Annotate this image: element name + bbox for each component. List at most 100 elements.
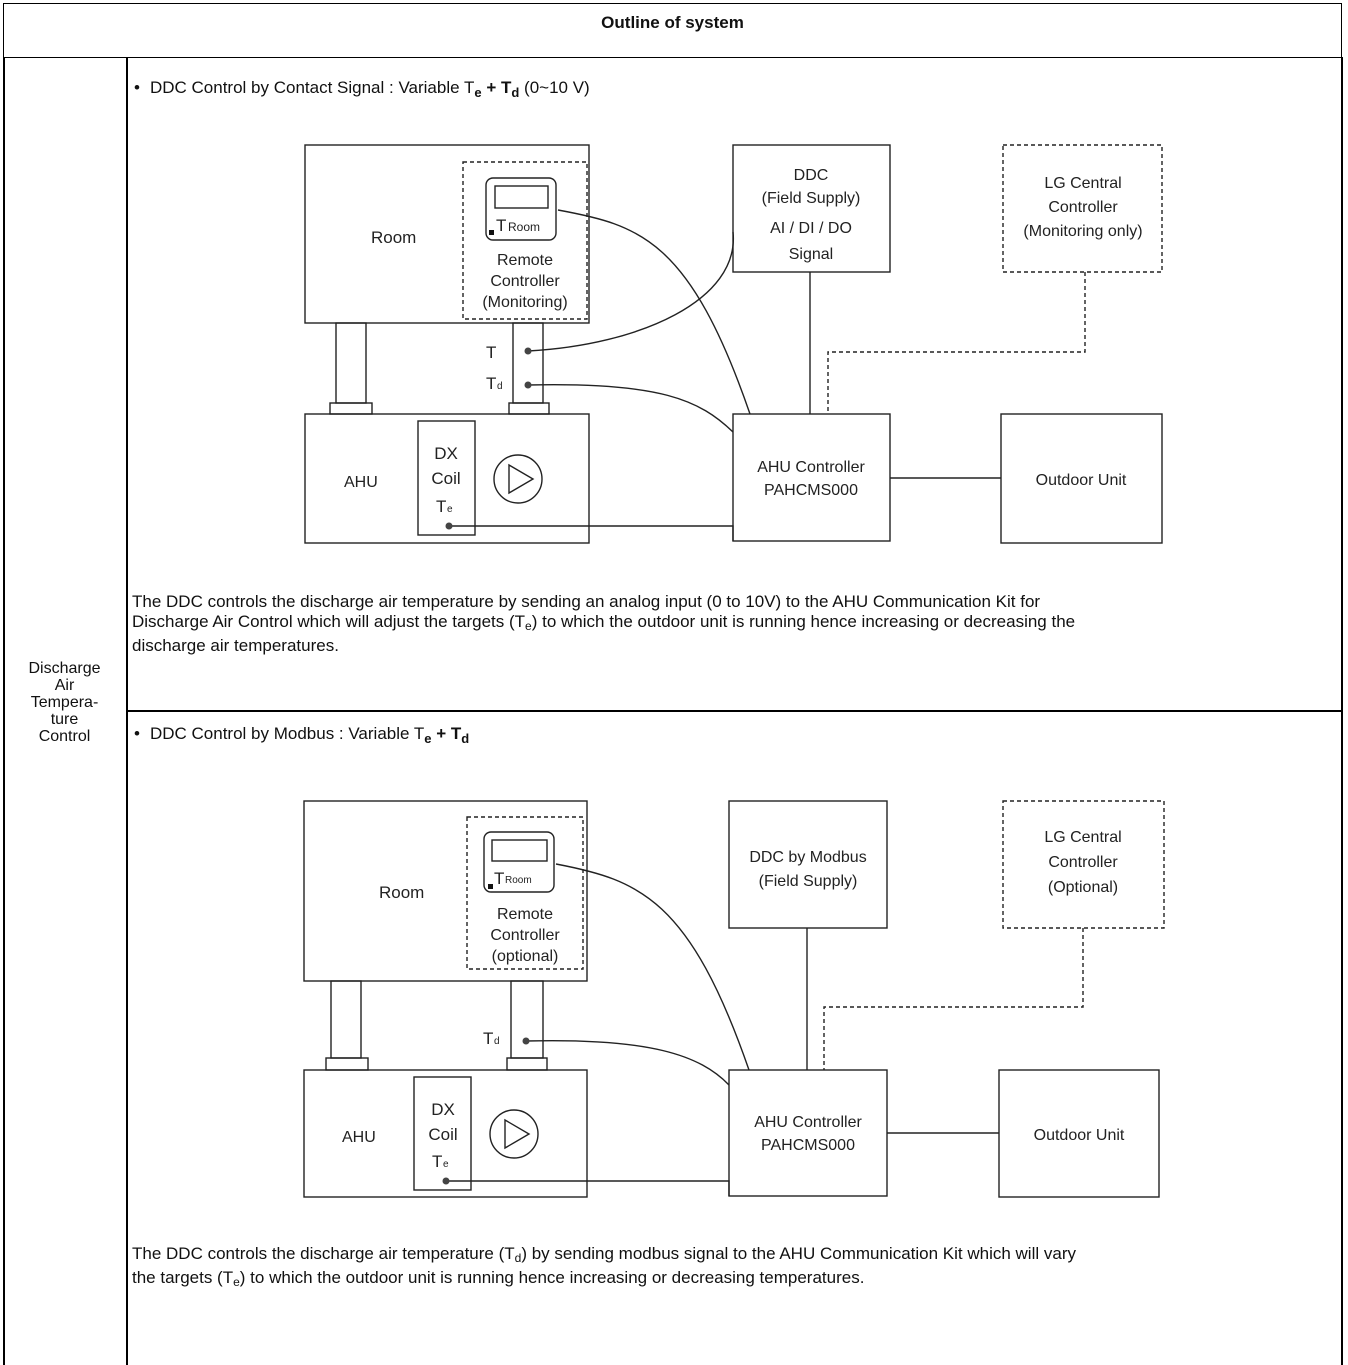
bullet-subscript: e (474, 85, 482, 100)
ahu-controller-box (732, 413, 891, 542)
supply-duct (512, 322, 544, 404)
row-label-line: Tempera- (30, 694, 99, 711)
ahu-box (304, 413, 590, 544)
fan-icon (493, 454, 543, 504)
row-label-line: Air (54, 677, 75, 694)
outdoor-unit-box (1000, 413, 1163, 544)
ahu-controller-label: AHU Controller (757, 459, 865, 476)
dx-label: Coil (428, 1125, 457, 1144)
return-duct (335, 322, 367, 404)
remote-label: (Monitoring) (482, 294, 567, 311)
section-divider (126, 710, 1342, 712)
ahu-box (303, 1069, 588, 1198)
outdoor-label: Outdoor Unit (1034, 1127, 1125, 1144)
desc-line: The DDC controls the discharge air tempe… (132, 592, 1041, 611)
desc-subscript: d (514, 1251, 522, 1265)
bullet-icon: • (134, 78, 140, 97)
te-label: T (436, 497, 446, 516)
dx-label: DX (434, 444, 458, 463)
bullet-subscript: d (511, 85, 520, 100)
te-sub: e (443, 1159, 449, 1170)
desc-text: ) to which the outdoor unit is running h… (239, 1268, 865, 1287)
remote-label: (optional) (492, 948, 559, 965)
t-sensor-label: T (486, 343, 496, 362)
supply-duct (510, 980, 544, 1059)
bullet-subscript: e (424, 731, 432, 746)
bullet-text-bold: + T (431, 724, 462, 743)
row-label-line: Control (38, 728, 91, 745)
row-label-line: ture (50, 711, 79, 728)
return-duct (330, 980, 362, 1059)
return-duct-flange (329, 402, 373, 415)
ddc-label: (Field Supply) (759, 873, 858, 890)
lg-label: (Monitoring only) (1023, 223, 1142, 240)
desc-line: Discharge Air Control which will adjust … (132, 612, 1332, 636)
lg-dashed-link (827, 272, 1086, 414)
te-sensor-to-controller-wire (446, 1180, 730, 1196)
td-sub: d (497, 381, 503, 392)
remote-device-icon (485, 177, 557, 241)
ahu-label: AHU (342, 1129, 376, 1146)
t-sensor-dot (524, 347, 532, 355)
remote-label: Controller (490, 273, 560, 290)
room-label: Room (371, 228, 416, 247)
te-sub: e (447, 504, 453, 515)
bullet-text: DDC Control by Contact Signal : Variable… (149, 78, 475, 97)
ahu-controller-label: PAHCMS000 (764, 482, 858, 499)
ddc-box (728, 800, 888, 929)
desc-subscript: e (525, 619, 532, 633)
ddc-box (732, 144, 891, 273)
fan-triangle-icon (504, 1118, 531, 1150)
lg-central-box (1002, 800, 1165, 929)
desc-text: ) by sending modbus signal to the AHU Co… (521, 1244, 1076, 1263)
bullet-text: (0~10 V) (519, 78, 590, 97)
desc-line: discharge air temperatures. (132, 636, 339, 655)
desc-text: Discharge Air Control which will adjust … (132, 612, 526, 631)
section1-bullet: • DDC Control by Contact Signal : Variabl… (134, 78, 590, 100)
t-room-label: T (494, 869, 504, 888)
dx-coil-box (417, 420, 476, 536)
remote-controller-box (466, 816, 584, 970)
te-label: T (432, 1152, 442, 1171)
td-sensor-to-controller-wire (527, 383, 734, 433)
remote-label: Remote (497, 252, 553, 269)
desc-text: the targets (T (132, 1268, 234, 1287)
lg-label: Controller (1048, 854, 1118, 871)
ahu-controller-box (728, 1069, 888, 1197)
row-label: Discharge Air Tempera- ture Control (3, 660, 126, 745)
lg-dashed-link (823, 928, 1084, 1070)
t-room-sub: Room (508, 220, 540, 234)
room-sensor-icon (488, 884, 493, 889)
te-sensor-to-controller-wire (449, 525, 734, 541)
desc-text: ) to which the outdoor unit is running h… (531, 612, 1076, 631)
room-box (303, 800, 588, 982)
desc-line: The DDC controls the discharge air tempe… (132, 1244, 1332, 1268)
ddc-label: DDC by Modbus (749, 849, 866, 866)
remote-device-icon (483, 831, 555, 893)
section2-bullet: •DDC Control by Modbus : Variable Te + T… (134, 724, 469, 746)
lg-label: (Optional) (1048, 879, 1118, 896)
remote-label: Controller (490, 927, 560, 944)
remote-controller-box (462, 161, 588, 320)
row-label-line: Discharge (28, 660, 101, 677)
desc-text: The DDC controls the discharge air tempe… (132, 1244, 515, 1263)
ddc-label: Signal (789, 246, 833, 263)
remote-to-controller-wire (555, 863, 750, 1071)
table-left-border (3, 57, 5, 1365)
header-title: Outline of system (601, 13, 744, 32)
remote-screen-icon (494, 185, 549, 209)
supply-duct-flange (508, 402, 550, 415)
te-sensor-dot (445, 522, 453, 530)
remote-label: Remote (497, 906, 553, 923)
ddc-label: AI / DI / DO (770, 220, 852, 237)
section2-description: The DDC controls the discharge air tempe… (132, 1244, 1332, 1292)
room-box (304, 144, 590, 324)
td-sensor-dot (522, 1037, 530, 1045)
fan-triangle-icon (508, 463, 535, 495)
outdoor-label: Outdoor Unit (1036, 472, 1127, 489)
outdoor-unit-box (998, 1069, 1160, 1198)
desc-subscript: e (233, 1275, 240, 1289)
bullet-subscript: d (461, 731, 470, 746)
